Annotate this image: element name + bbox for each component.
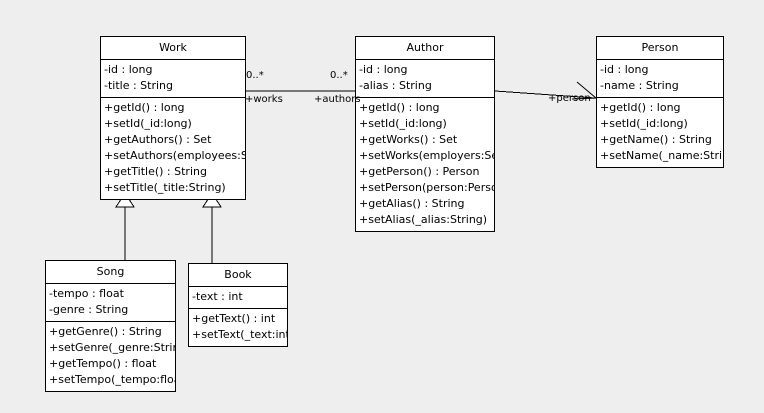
attribute-row: -genre : String (49, 303, 129, 316)
attribute-row: -name : String (600, 79, 679, 92)
class-name-work: Work (101, 37, 245, 60)
attribute-row: -tempo : float (49, 287, 124, 300)
operation-row: +setText(_text:int) (192, 328, 287, 341)
class-name-author: Author (356, 37, 494, 60)
multiplicity-author-end: 0..* (330, 70, 348, 81)
operation-row: +getPerson() : Person (359, 165, 480, 178)
operation-row: +setGenre(_genre:String) (49, 341, 175, 354)
operation-row: +getTitle() : String (104, 165, 207, 178)
operation-row: +setWorks(employers:Set) (359, 149, 494, 162)
class-name-person: Person (597, 37, 723, 60)
attributes-compartment-author: -id : long -alias : String (356, 60, 494, 98)
operations-compartment-song: +getGenre() : String +setGenre(_genre:St… (46, 322, 175, 391)
class-name-book: Book (189, 264, 287, 287)
attribute-row: -text : int (192, 290, 243, 303)
operations-compartment-work: +getId() : long +setId(_id:long) +getAut… (101, 98, 245, 199)
operation-row: +setAlias(_alias:String) (359, 213, 488, 226)
operation-row: +setId(_id:long) (359, 117, 447, 130)
role-works: +works (245, 94, 283, 105)
operation-row: +setTitle(_title:String) (104, 181, 226, 194)
class-name-song: Song (46, 261, 175, 284)
class-box-person[interactable]: Person -id : long -name : String +getId(… (596, 36, 724, 168)
operation-row: +getAlias() : String (359, 197, 465, 210)
operation-row: +getId() : long (359, 101, 440, 114)
operation-row: +getGenre() : String (49, 325, 162, 338)
attribute-row: -id : long (359, 63, 408, 76)
operation-row: +setId(_id:long) (104, 117, 192, 130)
operation-row: +getAuthors() : Set (104, 133, 212, 146)
multiplicity-work-end: 0..* (246, 70, 264, 81)
operations-compartment-book: +getText() : int +setText(_text:int) (189, 309, 287, 346)
attributes-compartment-person: -id : long -name : String (597, 60, 723, 98)
attributes-compartment-book: -text : int (189, 287, 287, 309)
class-box-author[interactable]: Author -id : long -alias : String +getId… (355, 36, 495, 232)
class-box-work[interactable]: Work -id : long -title : String +getId()… (100, 36, 246, 200)
attribute-row: -alias : String (359, 79, 432, 92)
operation-row: +getTempo() : float (49, 357, 157, 370)
operation-row: +setAuthors(employees:Set) (104, 149, 245, 162)
role-authors: +authors (314, 94, 361, 105)
operations-compartment-person: +getId() : long +setId(_id:long) +getNam… (597, 98, 723, 167)
operation-row: +setPerson(person:Person) (359, 181, 494, 194)
operation-row: +getId() : long (104, 101, 185, 114)
attribute-row: -id : long (104, 63, 153, 76)
operation-row: +setTempo(_tempo:float) (49, 373, 175, 386)
operation-row: +getId() : long (600, 101, 681, 114)
operation-row: +setId(_id:long) (600, 117, 688, 130)
operation-row: +getName() : String (600, 133, 712, 146)
operations-compartment-author: +getId() : long +setId(_id:long) +getWor… (356, 98, 494, 231)
attribute-row: -title : String (104, 79, 174, 92)
attribute-row: -id : long (600, 63, 649, 76)
class-box-song[interactable]: Song -tempo : float -genre : String +get… (45, 260, 176, 392)
operation-row: +getText() : int (192, 312, 276, 325)
class-box-book[interactable]: Book -text : int +getText() : int +setTe… (188, 263, 288, 347)
attributes-compartment-song: -tempo : float -genre : String (46, 284, 175, 322)
operation-row: +getWorks() : Set (359, 133, 458, 146)
operation-row: +setName(_name:String) (600, 149, 723, 162)
role-person: +person (548, 93, 591, 104)
attributes-compartment-work: -id : long -title : String (101, 60, 245, 98)
